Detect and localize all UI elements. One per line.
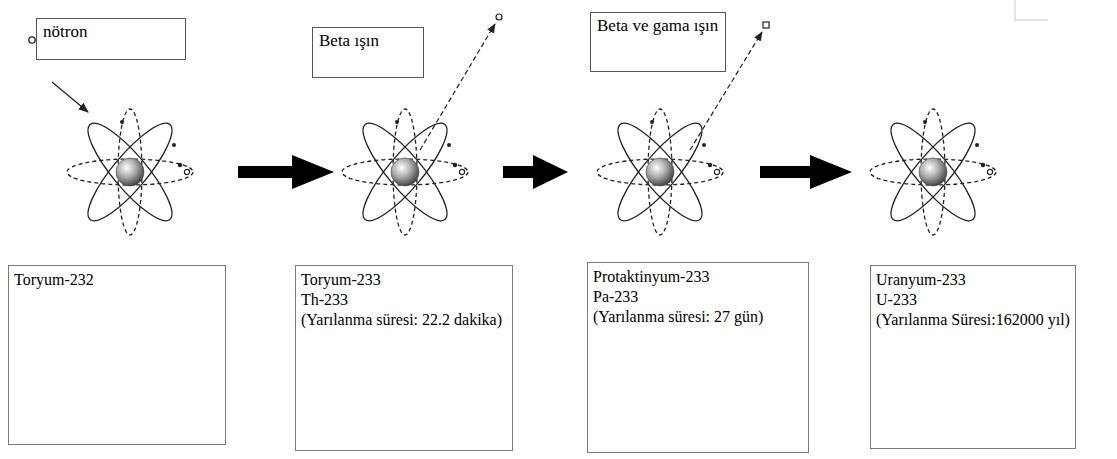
beta-particle bbox=[496, 14, 502, 20]
node-title: nötron bbox=[43, 22, 179, 42]
node-text: (Yarılanma süresi: 27 gün) bbox=[593, 307, 803, 327]
isotope-box: Protaktinyum-233Pa-233(Yarılanma süresi:… bbox=[587, 262, 809, 453]
node-text: (Yarılanma süresi: 22.2 dakika) bbox=[301, 310, 507, 330]
atom-figure bbox=[342, 109, 468, 235]
node-text: Pa-233 bbox=[593, 287, 803, 307]
neutron-arrow bbox=[52, 82, 88, 112]
ray-label-box: Beta ve gama ışın bbox=[590, 12, 726, 72]
particle-label-box: nötron bbox=[36, 18, 186, 60]
node-title: Beta ışın bbox=[319, 31, 417, 51]
transform-arrow bbox=[238, 155, 334, 189]
atom-figure bbox=[870, 109, 996, 235]
corner-mark bbox=[1015, 0, 1048, 20]
node-text: U-233 bbox=[876, 290, 1070, 310]
node-title: Uranyum-233 bbox=[876, 270, 1070, 290]
node-title: Protaktinyum-233 bbox=[593, 267, 803, 287]
isotope-box: Toryum-232 bbox=[8, 265, 226, 445]
node-text: (Yarılanma Süresi:162000 yıl) bbox=[876, 310, 1070, 330]
node-title: Toryum-232 bbox=[14, 270, 220, 290]
beta-ray bbox=[420, 24, 495, 150]
transform-arrow bbox=[760, 155, 852, 189]
beta-gamma-particle bbox=[763, 22, 769, 28]
isotope-box: Uranyum-233U-233(Yarılanma Süresi:162000… bbox=[870, 265, 1076, 449]
node-text: Th-233 bbox=[301, 290, 507, 310]
ray-label-box: Beta ışın bbox=[312, 27, 424, 78]
node-title: Toryum-233 bbox=[301, 270, 507, 290]
isotope-box: Toryum-233Th-233(Yarılanma süresi: 22.2 … bbox=[295, 265, 513, 451]
atom-figure bbox=[67, 109, 193, 235]
transform-arrow bbox=[503, 155, 568, 189]
node-title: Beta ve gama ışın bbox=[597, 16, 719, 36]
neutron-particle bbox=[29, 37, 35, 43]
